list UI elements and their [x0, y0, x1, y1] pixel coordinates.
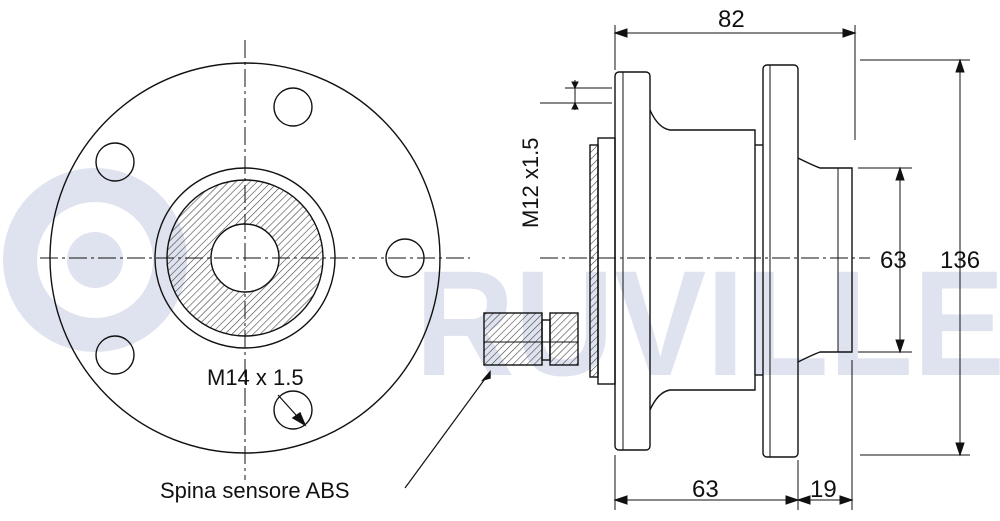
hub-body	[649, 109, 756, 411]
watermark-logo: RUVILLE	[3, 168, 1000, 407]
abs-arrow	[480, 370, 491, 382]
abs-connector	[483, 312, 543, 366]
spigot-diameter-label: 63	[880, 247, 907, 274]
wheel-flange	[762, 64, 799, 458]
spigot-length-label: 19	[810, 476, 837, 503]
abs-leader	[404, 371, 491, 489]
bolt-hole	[273, 87, 313, 127]
seal-housing	[597, 137, 616, 385]
front-view	[40, 40, 470, 480]
hub-thread-label: M14 x 1.5	[207, 365, 304, 390]
bolt-hole	[273, 390, 313, 430]
flange-diameter-dimension	[860, 58, 970, 457]
thread-arrow	[291, 411, 307, 427]
overall-width-dimension	[613, 25, 857, 140]
flange-width-label: 63	[692, 476, 719, 503]
overall-width-label: 82	[718, 6, 745, 33]
bolt-hole	[95, 335, 135, 375]
spigot-diameter-dimension	[858, 166, 912, 354]
abs-sensor-label: Spina sensore ABS	[160, 478, 350, 503]
centering-spigot	[797, 157, 853, 363]
bottom-dimensions	[613, 360, 854, 510]
axle-thread-label: M12 x1.5	[518, 138, 543, 229]
bolt-hole	[95, 142, 135, 182]
axle-thread-dimension	[540, 80, 612, 110]
seal-ring	[589, 144, 599, 378]
flange-diameter-label: 136	[940, 247, 980, 274]
side-view	[404, 64, 870, 489]
abs-connector-base	[549, 312, 579, 366]
